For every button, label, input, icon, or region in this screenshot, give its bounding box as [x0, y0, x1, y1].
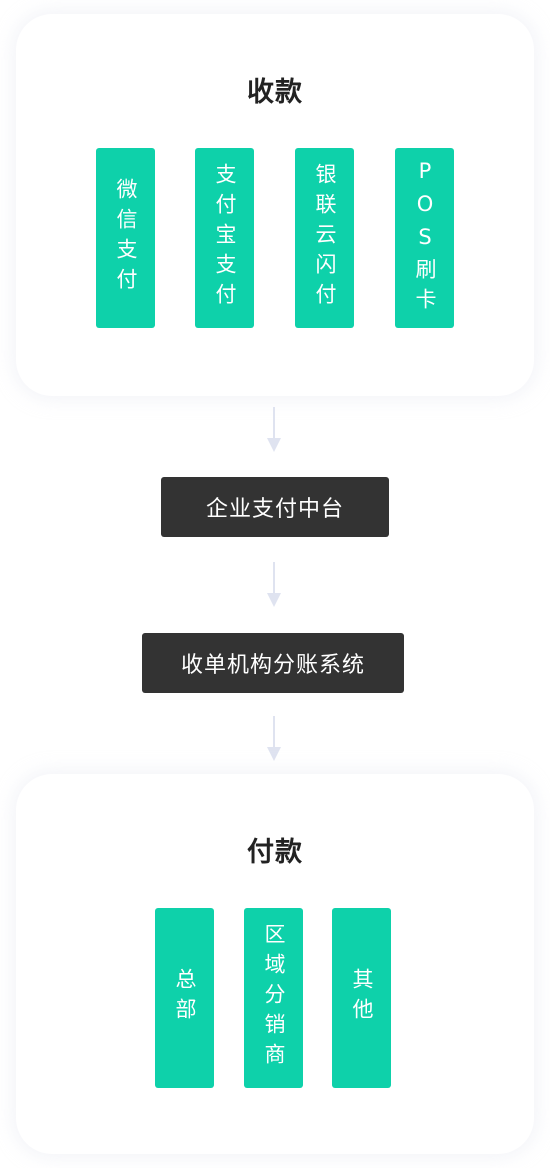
acquirer-split-system: 收单机构分账系统 [142, 633, 404, 693]
collect-panel: 收款 微信支付 支付宝支付 银联云闪付 POS刷卡 [16, 14, 534, 396]
method-label: 银联云闪付 [313, 163, 337, 313]
down-arrow-icon [267, 407, 281, 452]
method-alipay: 支付宝支付 [195, 148, 254, 328]
method-wechat-pay: 微信支付 [96, 148, 155, 328]
method-label: POS刷卡 [413, 158, 437, 318]
target-label: 总部 [173, 968, 197, 1028]
method-pos-card: POS刷卡 [395, 148, 454, 328]
method-label: 微信支付 [114, 178, 138, 298]
method-label: 支付宝支付 [213, 163, 237, 313]
pay-panel: 付款 总部 区域分销商 其他 [16, 774, 534, 1154]
down-arrow-icon [267, 716, 281, 761]
pay-title: 付款 [247, 837, 303, 868]
target-headquarters: 总部 [155, 908, 214, 1088]
system-label: 收单机构分账系统 [180, 653, 365, 678]
collect-title: 收款 [247, 77, 303, 108]
platform-label: 企业支付中台 [205, 497, 344, 522]
target-regional-distributor: 区域分销商 [244, 908, 303, 1088]
method-unionpay-quickpass: 银联云闪付 [295, 148, 354, 328]
enterprise-payment-platform: 企业支付中台 [161, 477, 389, 537]
target-label: 其他 [350, 968, 374, 1028]
target-other: 其他 [332, 908, 391, 1088]
target-label: 区域分销商 [262, 923, 286, 1073]
down-arrow-icon [267, 562, 281, 607]
